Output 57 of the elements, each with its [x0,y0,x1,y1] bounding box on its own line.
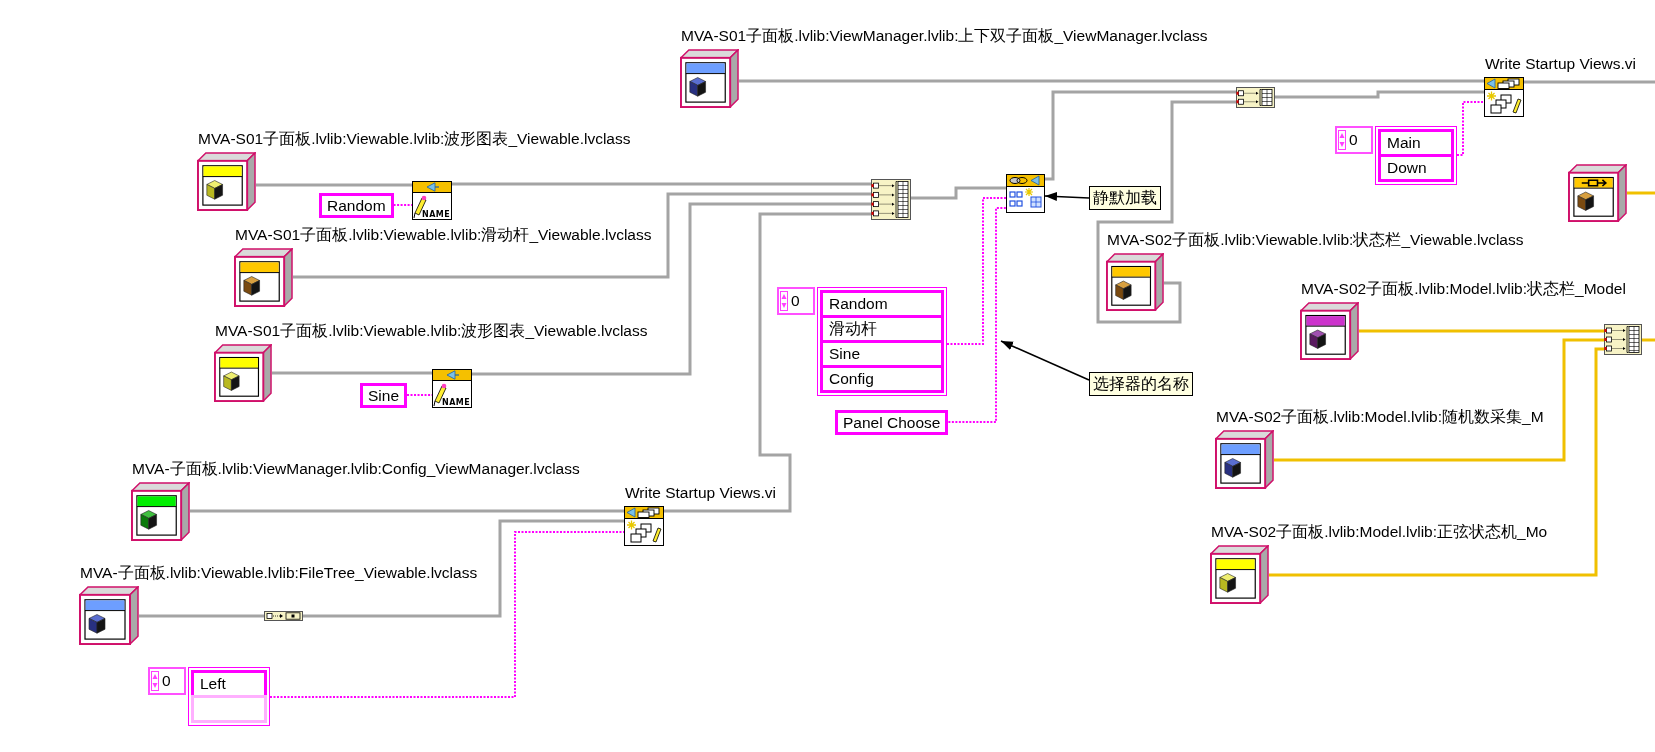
node-label: MVA-S02子面板.lvlib:Model.lvlib:正弦状态机_Mo [1211,523,1548,541]
wire [392,204,413,206]
wire [406,394,433,396]
wire [272,371,432,375]
node-label: MVA-S02子面板.lvlib:Model.lvlib:随机数采集_M [1216,408,1544,426]
index-control: 0 [777,287,815,315]
wire [269,531,625,698]
icon-label: NAME [442,398,470,407]
string-constant: Sine [360,383,408,408]
node-label: MVA-S01子面板.lvlib:Viewable.lvlib:波形图表_Viewable.lvclass [215,322,648,340]
node-label: MVA-S02子面板.lvlib:Viewable.lvlib:状态栏_Viewable.lvclass [1107,231,1524,249]
string-constant: Random [319,193,394,218]
icon-label: NAME [422,210,450,219]
wire [1096,100,1236,324]
wire [293,192,871,279]
wire [1456,101,1485,156]
array-element: Sine [820,340,944,368]
wire [139,614,264,618]
array-element: 滑动杆 [820,315,944,343]
array-element: Left [191,670,267,698]
wire [1269,347,1604,577]
node-label: Write Startup Views.vi [625,484,777,502]
wire [452,182,871,186]
wire [946,197,1007,345]
wire [1524,80,1655,84]
array-element: Config [820,365,944,393]
node-label: MVA-子面板.lvlib:Viewable.lvlib:FileTree_Viewable.lvclass [80,564,478,582]
wire [303,519,624,618]
arrow [1044,192,1090,202]
array-element: Down [1378,154,1454,182]
wire [1274,338,1604,462]
node-label: MVA-S01子面板.lvlib:Viewable.lvlib:波形图表_Viewable.lvclass [198,130,631,148]
node-label: Write Startup Views.vi [1485,55,1637,73]
wire [1045,90,1236,181]
wire [190,509,624,513]
node-label: MVA-S01子面板.lvlib:Viewable.lvlib:滑动杆_Viewable.lvclass [235,226,652,244]
wire [664,212,871,513]
array-element: Main [1378,129,1454,157]
node-label: MVA-S01子面板.lvlib:ViewManager.lvlib:上下双子面板_ViewManager.lvclass [681,27,1208,45]
wire [739,79,1484,83]
wire [256,183,412,187]
note-box: 静默加载 [1089,186,1161,210]
arrow [1000,340,1090,381]
wire [1359,329,1604,333]
string-constant: Panel Choose [835,410,949,435]
wire [1275,90,1484,99]
wire [1642,338,1655,342]
wire [947,207,1007,423]
node-label: MVA-子面板.lvlib:ViewManager.lvlib:Config_ViewManager.lvclass [132,460,580,478]
note-box: 选择器的名称 [1089,372,1193,396]
wire [472,202,871,376]
array-element: Random [820,290,944,318]
wire [911,186,1006,200]
index-control: 0 [148,667,186,695]
wire [1627,191,1655,195]
node-label: MVA-S02子面板.lvlib:Model.lvlib:状态栏_Model [1301,280,1626,298]
index-control: 0 [1335,126,1373,154]
